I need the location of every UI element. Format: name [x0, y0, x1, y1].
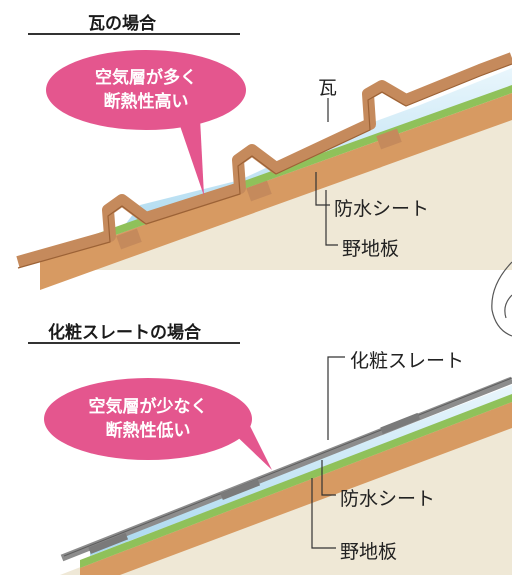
bubble-text-line2: 断熱性高い — [103, 92, 189, 112]
bubble-text-line1: 空気層が多く — [95, 68, 197, 88]
roof-tiles — [16, 52, 512, 268]
slate-heading-underline — [28, 342, 240, 344]
tile-heading-underline — [28, 33, 240, 35]
tile-roof-section — [16, 52, 512, 290]
bubble-tail — [178, 118, 204, 196]
slate-air-bubble: 空気層が少なく 断熱性低い — [44, 378, 252, 460]
air-layer — [90, 385, 512, 556]
batten — [116, 228, 142, 250]
leader-line — [311, 478, 336, 549]
slate-tiles — [60, 376, 512, 562]
leader-line — [321, 460, 336, 496]
sheathing-board-label: 野地板 — [340, 541, 398, 563]
batten — [376, 128, 402, 150]
bubble-text-line1: 空気層が少なく — [88, 397, 208, 417]
batten — [246, 180, 272, 202]
tile-label: 瓦 — [318, 77, 338, 99]
bubble-text-line2: 断熱性低い — [105, 421, 191, 441]
slate-roof-section — [60, 356, 512, 575]
leader-line — [315, 172, 330, 206]
leader-line — [327, 356, 345, 440]
leader-line — [325, 190, 338, 246]
sheathing-board — [80, 402, 512, 575]
slate-label: 化粧スレート — [350, 350, 465, 372]
tile-heading: 瓦の場合 — [88, 14, 156, 34]
waterproof-sheet-label: 防水シート — [334, 198, 430, 220]
waterproof-sheet — [80, 394, 512, 568]
waterproof-sheet-label: 防水シート — [340, 488, 436, 510]
tile-air-bubble: 空気層が多く 断熱性高い — [46, 50, 246, 130]
sheathing-board-label: 野地板 — [342, 238, 400, 260]
slate-heading: 化粧スレートの場合 — [48, 323, 201, 343]
partial-shape — [491, 261, 512, 337]
